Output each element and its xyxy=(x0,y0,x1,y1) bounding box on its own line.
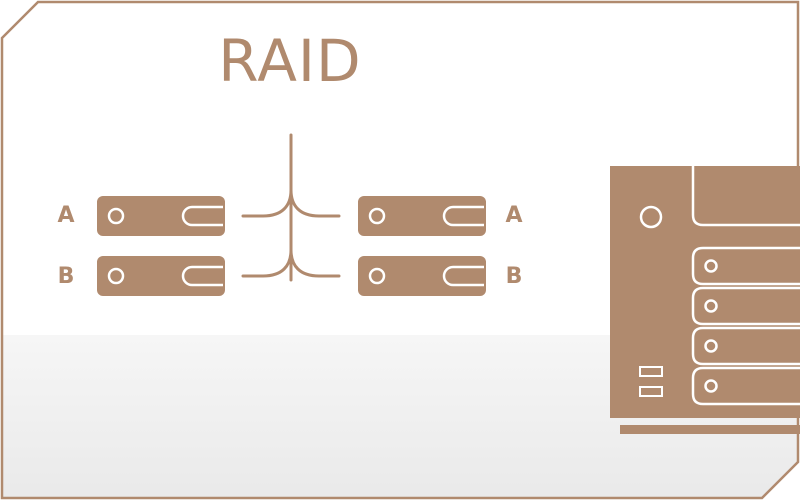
left-drive-a-label: A xyxy=(57,203,75,228)
page-title: RAID xyxy=(218,27,362,95)
right-drive-b-label: B xyxy=(505,264,523,289)
nas-bays xyxy=(691,246,800,406)
left-drive-a xyxy=(97,196,225,236)
left-drive-b xyxy=(97,256,225,296)
mirror-connector xyxy=(241,133,341,282)
right-drive-b xyxy=(358,256,486,296)
left-drive-b-label: B xyxy=(57,264,75,289)
right-drive-a-label: A xyxy=(505,203,523,228)
nas-enclosure-icon xyxy=(610,166,800,434)
right-drive-a xyxy=(358,196,486,236)
